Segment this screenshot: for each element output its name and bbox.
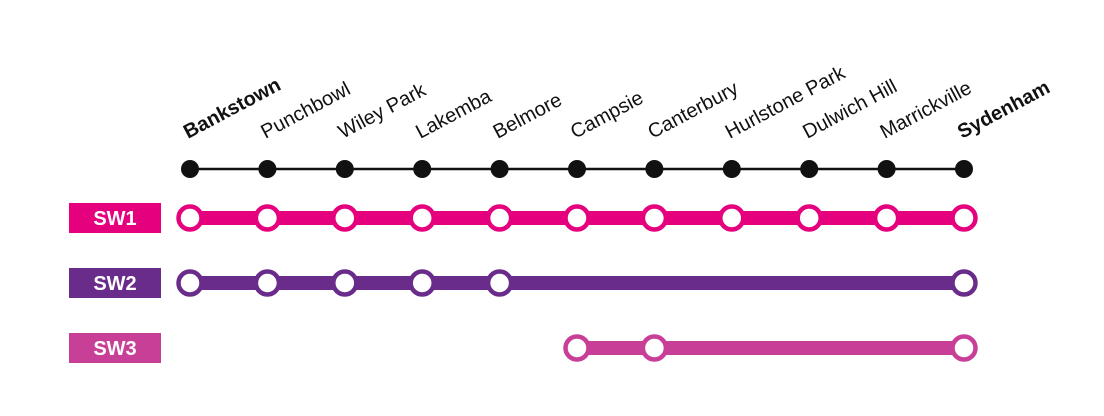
route-stop [795,204,823,232]
route-badge [69,333,161,363]
station-dot [568,160,586,178]
route-badge-label: SW3 [93,338,136,360]
station-dot [258,160,277,178]
route-stop [331,269,359,297]
route-badge-label: SW1 [93,208,136,230]
station-dot [645,160,664,178]
station-label: Campsie [567,87,647,143]
station-dot [490,160,509,178]
route-stop [872,204,901,232]
route-badge [69,203,161,233]
route-stop [253,269,282,297]
route-badge-label: SW2 [93,273,136,295]
route-stop [950,204,978,232]
route-stop [718,204,746,232]
route-stop [176,204,204,232]
route-stop [640,204,669,232]
route-stop [253,204,282,232]
route-stop [563,334,591,362]
route-sw1: SW1 [69,203,978,233]
station-dot [413,160,432,178]
station-dot [335,160,354,178]
station-dot [877,160,896,178]
route-stop [950,269,978,297]
route-badge [69,268,161,298]
station-spine [181,160,973,178]
route-sw3: SW3 [69,333,978,363]
route-stop [563,204,591,232]
route-stop [331,204,359,232]
station-dot [181,160,199,178]
route-stop [408,269,436,297]
station-label: Belmore [490,89,566,143]
station-dot [722,160,741,178]
route-sw2: SW2 [69,268,978,298]
route-stop [950,334,978,362]
route-stop [640,334,669,362]
station-dot [800,160,819,178]
route-stop [408,204,436,232]
route-stop [485,204,514,232]
route-stop [176,269,204,297]
route-stop [485,269,514,297]
station-dot [955,160,973,178]
